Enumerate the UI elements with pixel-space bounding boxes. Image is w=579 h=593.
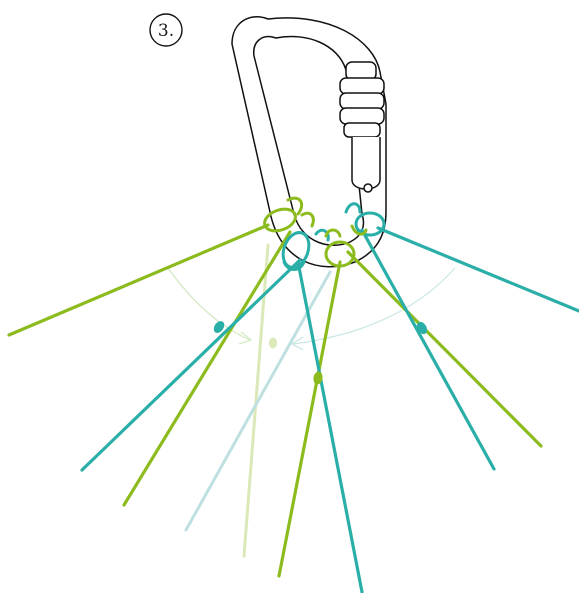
carabiner-inner-opening xyxy=(253,35,365,246)
screw-gate-icon xyxy=(339,61,385,193)
loop-teal-1-base xyxy=(282,260,306,271)
gate-ring-lower xyxy=(339,107,385,125)
rope-teal-center xyxy=(296,260,364,593)
loop-green-4 xyxy=(350,224,368,236)
curved-arrow-icon xyxy=(167,267,251,341)
gate-rivet xyxy=(363,183,373,193)
knot-faded xyxy=(269,337,277,349)
arrowhead-icon xyxy=(238,331,253,345)
gate-ring-middle xyxy=(339,92,385,110)
knot-teal-left xyxy=(213,321,225,333)
rope-teal-far-right xyxy=(376,226,579,313)
curved-arrow-icon xyxy=(292,267,456,345)
loop-green-3-top xyxy=(324,228,342,238)
rope-teal-left xyxy=(80,258,302,472)
rope-green-center xyxy=(277,260,342,578)
faded-ropes xyxy=(184,243,332,558)
gate-ring-top xyxy=(339,77,385,95)
loop-teal-2 xyxy=(314,228,330,242)
rope-green-left xyxy=(122,230,292,507)
carabiner-icon xyxy=(231,16,387,268)
knot-markers xyxy=(213,321,428,385)
loop-teal-3 xyxy=(344,202,362,214)
faded-green-rope xyxy=(242,243,270,558)
arrowhead-icon xyxy=(290,336,304,351)
loop-green-3 xyxy=(324,240,356,268)
loop-green-2 xyxy=(300,211,315,228)
step-indicator: 3. xyxy=(149,13,183,47)
knot-teal-right xyxy=(416,321,428,335)
rope-teal-right xyxy=(360,228,496,471)
gate-barrel xyxy=(351,137,381,190)
ropes xyxy=(7,223,579,593)
rope-green-right xyxy=(346,250,543,448)
loop-green-1-tail xyxy=(286,196,304,216)
step-circle xyxy=(149,13,183,47)
rope-loops xyxy=(263,196,386,271)
loop-teal-1 xyxy=(281,231,311,269)
loop-green-1 xyxy=(263,207,297,233)
loop-teal-4 xyxy=(354,211,386,237)
faded-teal-rope xyxy=(184,270,332,532)
motion-arrows xyxy=(167,267,456,351)
step-label: 3. xyxy=(158,21,174,41)
rope-green-far-left xyxy=(7,223,270,337)
knot-green-center xyxy=(313,371,323,385)
gate-ring-bottom xyxy=(343,122,381,138)
